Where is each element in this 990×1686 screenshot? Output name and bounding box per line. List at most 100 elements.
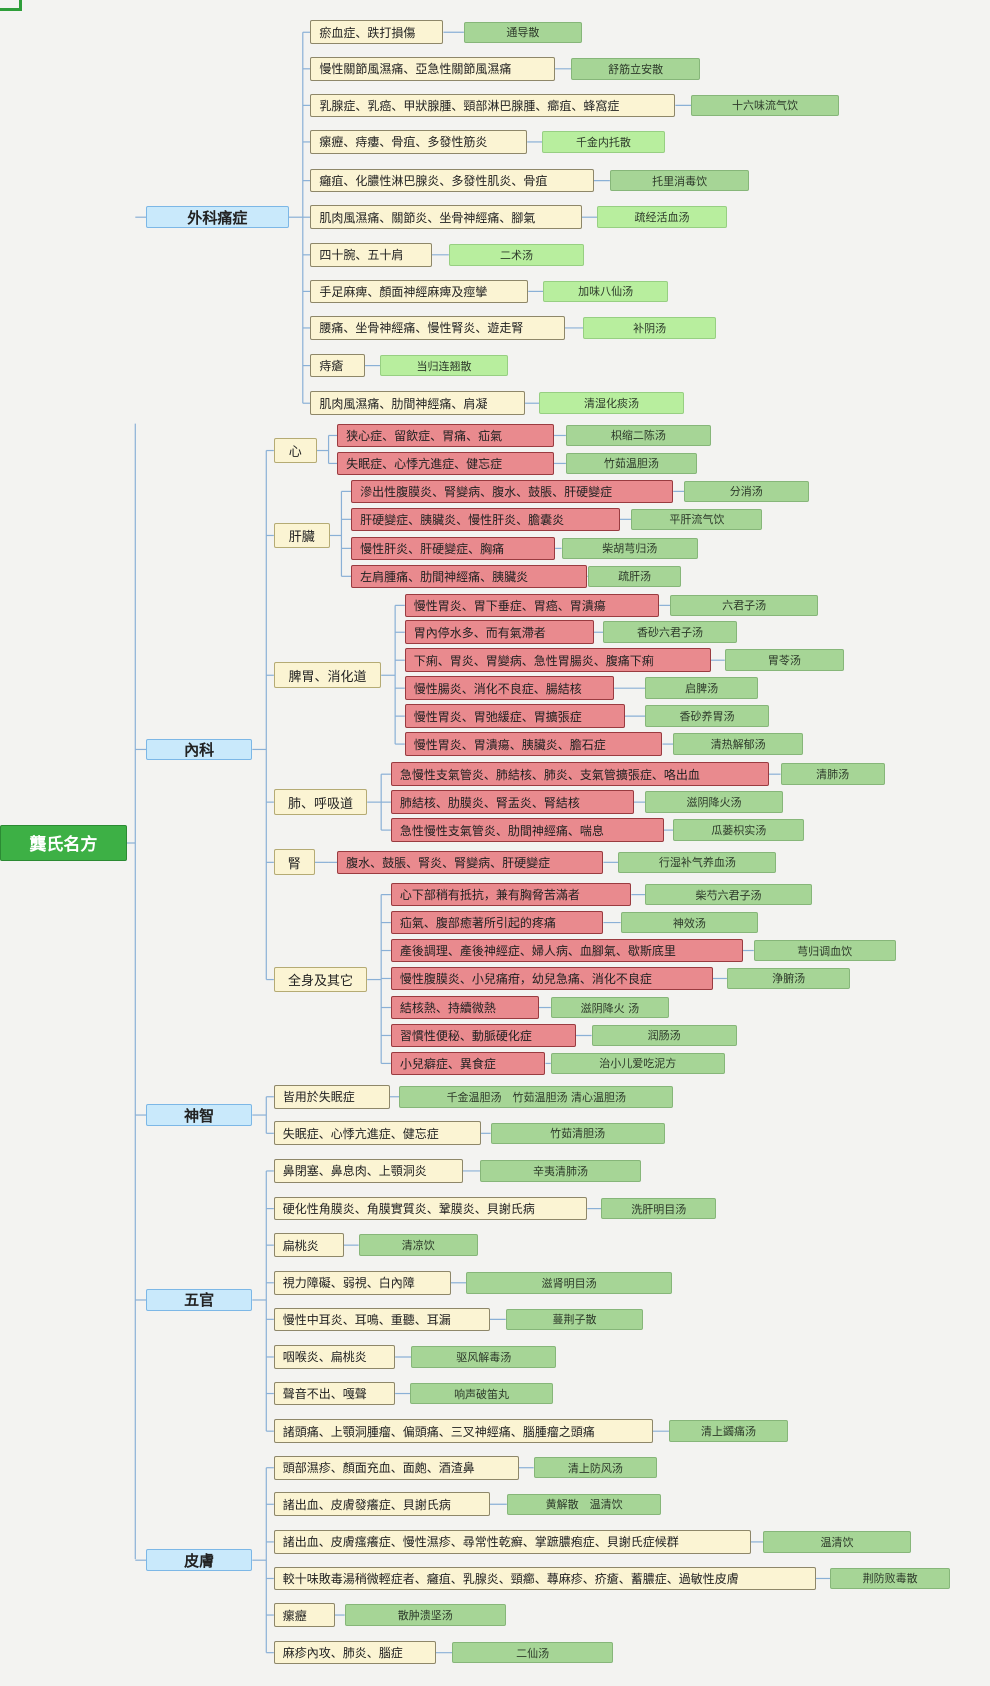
remedy-node: 通导散 (463, 21, 582, 43)
remedy-node: 驱风解毒汤 (411, 1346, 557, 1368)
condition-node: 失眠症、心悸亢進症、健忘症 (273, 1121, 482, 1146)
condition-node: 痔瘡 (310, 353, 366, 378)
condition-node: 瘰癧 (273, 1603, 335, 1627)
corner-bracket (0, 0, 22, 11)
condition-node: 硬化性角膜炎、角膜實質炎、鞏膜炎、貝謝氏病 (273, 1196, 588, 1221)
condition-node: 頭部濕疹、顏面充血、面皰、酒渣鼻 (273, 1455, 519, 1480)
remedy-node: 清湿化痰汤 (539, 392, 684, 414)
condition-node: 瘰癧、痔瘻、骨疽、多發性筋炎 (310, 130, 528, 154)
condition-node: 肝硬變症、胰臟炎、慢性肝炎、膽囊炎 (351, 507, 620, 532)
remedy-node: 启脾汤 (645, 677, 759, 699)
condition-node: 皆用於失眠症 (273, 1084, 390, 1109)
remedy-node: 补阴汤 (583, 317, 717, 339)
remedy-node: 疏肝汤 (588, 565, 681, 588)
remedy-node: 浄腑汤 (726, 967, 851, 990)
condition-node: 癰疽、化膿性淋巴腺炎、多發性肌炎、骨疽 (310, 168, 594, 193)
condition-node: 肌肉風濕痛、肋間神經痛、肩凝 (310, 391, 526, 416)
condition-node: 慢性胃炎、胃下垂症、胃癌、胃潰瘍 (404, 593, 660, 618)
condition-node: 肺結核、肋膜炎、腎盂炎、腎結核 (390, 790, 634, 814)
remedy-node: 温清饮 (763, 1531, 911, 1553)
category-node: 神智 (146, 1104, 253, 1126)
condition-node: 下痢、胃炎、胃變病、急性胃腸炎、腹痛下痢 (404, 648, 711, 673)
condition-node: 習慣性便秘、動脈硬化症 (390, 1023, 576, 1048)
remedy-node: 当归连翘散 (380, 354, 508, 377)
remedy-node: 舒筋立安散 (571, 58, 701, 80)
remedy-node: 滋阴降火 汤 (550, 996, 669, 1019)
condition-node: 肌肉風濕痛、關節炎、坐骨神經痛、腳氣 (310, 205, 582, 229)
remedy-node: 二术汤 (448, 244, 585, 266)
condition-node: 狭心症、留飲症、胃痛、疝氣 (337, 423, 555, 448)
condition-node: 慢性腸炎、消化不良症、腸結核 (404, 676, 615, 700)
remedy-node: 治小儿爱吃泥方 (550, 1052, 725, 1075)
remedy-node: 柴芍六君子汤 (645, 883, 812, 906)
condition-node: 麻疹內攻、肺炎、腦症 (273, 1640, 436, 1665)
remedy-node: 滋肾明目汤 (466, 1272, 673, 1294)
condition-node: 左肩腫痛、肋間神經痛、胰臟炎 (351, 564, 588, 589)
category-node: 皮膚 (146, 1549, 253, 1571)
subcategory-node: 全身及其它 (273, 966, 368, 993)
condition-node: 聲音不出、嘎聲 (273, 1381, 396, 1406)
condition-node: 諸頭痛、上顎洞腫瘤、偏頭痛、三叉神經痛、腦腫瘤之頭痛 (273, 1419, 653, 1443)
remedy-node: 荆防败毒散 (830, 1567, 951, 1590)
condition-node: 咽喉炎、扁桃炎 (273, 1345, 396, 1369)
condition-node: 失眠症、心悸亢進症、健忘症 (337, 451, 555, 476)
condition-node: 手足麻痺、顏面神經麻痺及痙攣 (310, 279, 529, 304)
remedy-node: 清热解郁汤 (673, 733, 804, 755)
condition-node: 急性慢性支氣管炎、肋間神經痛、喘息 (390, 818, 664, 842)
remedy-node: 平肝流气饮 (631, 508, 763, 531)
remedy-node: 蔓荆子散 (505, 1308, 644, 1331)
remedy-node: 二仙汤 (452, 1641, 614, 1664)
condition-node: 扁桃炎 (273, 1233, 344, 1257)
condition-node: 慢性肝炎、肝硬變症、胸痛 (351, 536, 556, 561)
remedy-node: 托里消毒饮 (609, 169, 750, 192)
remedy-node: 清上蠲痛汤 (668, 1420, 789, 1442)
condition-node: 諸出血、皮膚發癢症、貝謝氏病 (273, 1492, 490, 1517)
remedy-node: 疏经活血汤 (597, 206, 727, 228)
remedy-node: 分消汤 (683, 480, 809, 503)
remedy-node: 散肿溃坚汤 (344, 1604, 506, 1626)
condition-node: 較十味敗毒湯稍微輕症者、癰疽、乳腺炎、頸癤、蕁麻疹、疥瘡、蓄膿症、過敏性皮膚 (273, 1566, 817, 1591)
condition-node: 結核熱、持續微熱 (390, 995, 540, 1020)
remedy-node: 响声破笛丸 (410, 1382, 553, 1405)
condition-node: 心下部稍有抵抗，兼有胸脅苦滿者 (390, 882, 632, 907)
remedy-node: 香砂六君子汤 (603, 621, 737, 643)
condition-node: 慢性胃炎、胃弛緩症、胃擴張症 (404, 704, 625, 728)
subcategory-node: 肝臟 (273, 522, 330, 549)
subcategory-node: 脾胃、消化道 (273, 662, 382, 689)
condition-node: 瘀血症、跌打損傷 (310, 20, 444, 45)
remedy-node: 辛夷清肺汤 (479, 1160, 642, 1182)
condition-node: 慢性關節風濕痛、亞急性關節風濕痛 (310, 56, 556, 81)
condition-node: 鼻閉塞、鼻息肉、上顎洞炎 (273, 1159, 463, 1183)
remedy-node: 胃苓汤 (724, 649, 844, 671)
root-node: 龔氏名方 (0, 824, 127, 862)
remedy-node: 黄解散 温清饮 (506, 1493, 662, 1516)
remedy-node: 芎归调血饮 (753, 939, 896, 962)
condition-node: 視力障礙、弱視、白內障 (273, 1270, 451, 1295)
remedy-node: 香砂养胃汤 (645, 705, 769, 727)
condition-node: 四十腕、五十肩 (310, 243, 432, 267)
condition-node: 滲出性腹膜炎、腎變病、腹水、鼓脹、肝硬變症 (351, 479, 674, 504)
remedy-node: 清凉饮 (358, 1234, 478, 1256)
remedy-node: 竹茹清胆汤 (490, 1122, 665, 1145)
condition-node: 慢性中耳炎、耳鳴、重聽、耳漏 (273, 1307, 490, 1332)
remedy-node: 十六味流气饮 (691, 94, 839, 117)
subcategory-node: 腎 (273, 849, 315, 876)
condition-node: 乳腺症、乳癌、甲狀腺腫、頸部淋巴腺腫、癤疽、蜂窩症 (310, 93, 676, 118)
remedy-node: 千金内托散 (542, 131, 665, 153)
condition-node: 腹水、鼓脹、腎炎、腎變病、肝硬變症 (337, 850, 604, 875)
condition-node: 疝氣、腹部癒著所引起的疼痛 (390, 910, 604, 935)
remedy-node: 六君子汤 (670, 594, 819, 617)
condition-node: 慢性腹膜炎、小兒痛疳，幼兒急痛、消化不良症 (390, 966, 713, 991)
remedy-node: 洗肝明目汤 (601, 1197, 717, 1220)
condition-node: 腰痛、坐骨神經痛、慢性腎炎、遊走腎 (310, 316, 565, 340)
condition-node: 慢性胃炎、胃潰瘍、胰臟炎、膽石症 (404, 732, 663, 756)
condition-node: 小兒癖症、異食症 (390, 1051, 546, 1076)
subcategory-node: 肺、呼吸道 (273, 789, 368, 816)
remedy-node: 清肺汤 (780, 763, 885, 785)
category-node: 五官 (146, 1289, 253, 1311)
remedy-node: 神效汤 (620, 911, 759, 934)
condition-node: 產後調理、產後神經症、婦人病、血腳氣、歇斯底里 (390, 938, 744, 963)
remedy-node: 清上防风汤 (533, 1456, 658, 1479)
remedy-node: 千金温胆汤 竹茹温胆汤 清心温胆汤 (399, 1086, 674, 1108)
